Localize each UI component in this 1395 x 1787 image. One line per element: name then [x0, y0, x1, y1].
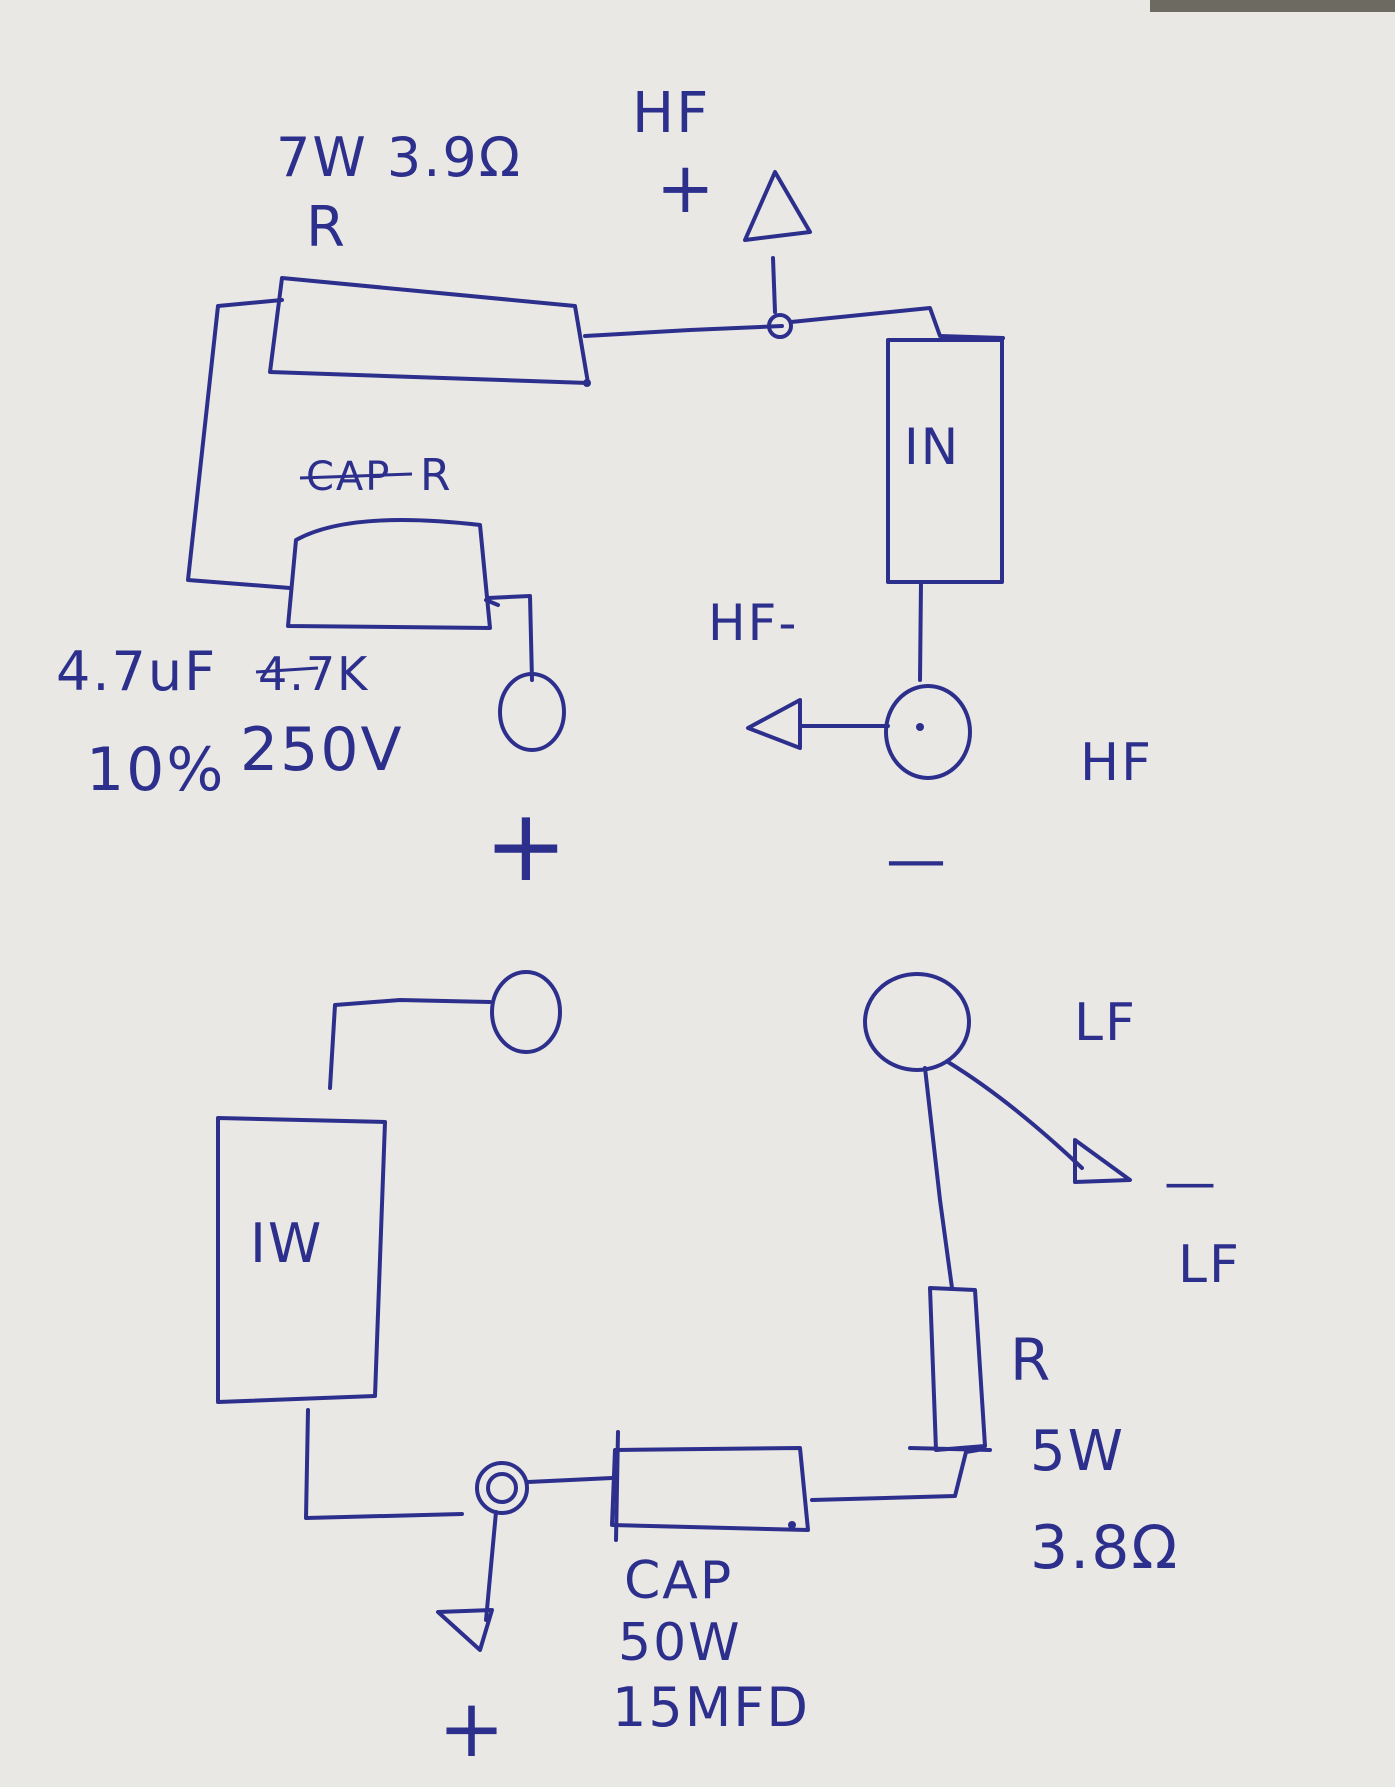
- bottom-output-arrow: [436, 1608, 494, 1652]
- bottom-cap-label-1: CAP: [624, 1551, 733, 1611]
- lf-minus-dash: —: [1164, 1153, 1218, 1213]
- lf-minus-arrow-lead: [946, 1060, 1084, 1170]
- bottom-cap-label-3: 15MFD: [612, 1676, 810, 1739]
- bottom-inductor-lead: [304, 1408, 464, 1520]
- top-cap-right-lead: [486, 594, 534, 682]
- bottom-resistor-ohms: 3.8Ω: [1030, 1513, 1179, 1583]
- top-resistor-left-lead: [186, 298, 292, 590]
- bottom-cap-left-stub: [614, 1430, 620, 1542]
- paper-dark-edge: [1150, 0, 1395, 12]
- cap-top-label-strikeout: [299, 472, 413, 480]
- cap-value-label: 4.7uF: [56, 640, 217, 703]
- cap-value-struck: 4.7K: [258, 647, 369, 701]
- hf-plus-arrow: [743, 170, 812, 314]
- top-resistor-letter: R: [306, 195, 347, 260]
- hf-top-label: HF: [632, 81, 710, 146]
- bottom-plus-sign: +: [438, 1682, 507, 1775]
- hf-plus-terminal: [498, 672, 566, 752]
- plus-center-sign: +: [484, 787, 570, 904]
- bottom-node-inner: [486, 1472, 518, 1504]
- top-cap-right-stub: [484, 598, 500, 607]
- bottom-inductor-body: [216, 1116, 387, 1404]
- bottom-inductor-label: IW: [250, 1212, 323, 1275]
- top-inductor-body: [886, 338, 1004, 584]
- hf-minus-label: HF-: [708, 594, 798, 652]
- bottom-cap-label-2: 50W: [618, 1613, 742, 1673]
- bottom-resistor-base-tick: [908, 1446, 992, 1452]
- bottom-resistor-top-lead: [923, 1066, 954, 1290]
- top-node-to-inductor-wire: [789, 306, 1005, 340]
- cap-tolerance-label: 10%: [86, 735, 225, 805]
- lf-plus-terminal: [490, 970, 562, 1054]
- top-resistor-right-lead: [583, 324, 784, 338]
- hf-minus-terminal-dot: [916, 723, 924, 731]
- minus-center-sign: —: [886, 825, 948, 895]
- hf-top-sign: +: [656, 147, 717, 229]
- lf-plus-lead: [328, 998, 492, 1090]
- bottom-resistor-body: [928, 1286, 987, 1452]
- top-cap-body: [286, 518, 492, 630]
- bottom-cap-end-dot: [788, 1521, 796, 1529]
- cap-voltage-label: 250V: [240, 715, 404, 785]
- node-to-bottom-cap-wire: [526, 1476, 614, 1484]
- hf-right-label: HF: [1080, 733, 1153, 793]
- cap-top-label: R: [420, 450, 453, 501]
- lf-lower-label: LF: [1178, 1235, 1241, 1295]
- bottom-resistor-letter: R: [1010, 1326, 1052, 1394]
- top-inductor-label: IN: [904, 418, 960, 476]
- bottom-resistor-watts: 5W: [1030, 1419, 1125, 1484]
- top-resistor-rating: 7W 3.9Ω: [276, 126, 522, 189]
- top-inductor-lower-lead: [918, 580, 923, 682]
- cap-value-strikeout: [255, 666, 319, 674]
- lf-right-label: LF: [1074, 993, 1137, 1053]
- lf-minus-arrow-head: [1073, 1138, 1132, 1184]
- bottom-output-lead: [484, 1510, 498, 1622]
- top-resistor-end-dot: [583, 379, 591, 387]
- hf-junction-node: [767, 313, 793, 339]
- hf-minus-terminal: [884, 684, 972, 780]
- hf-minus-arrow: [746, 698, 890, 750]
- lf-minus-terminal: [863, 972, 971, 1072]
- bottom-node-outer: [475, 1461, 529, 1515]
- bottom-cap-body: [610, 1446, 810, 1532]
